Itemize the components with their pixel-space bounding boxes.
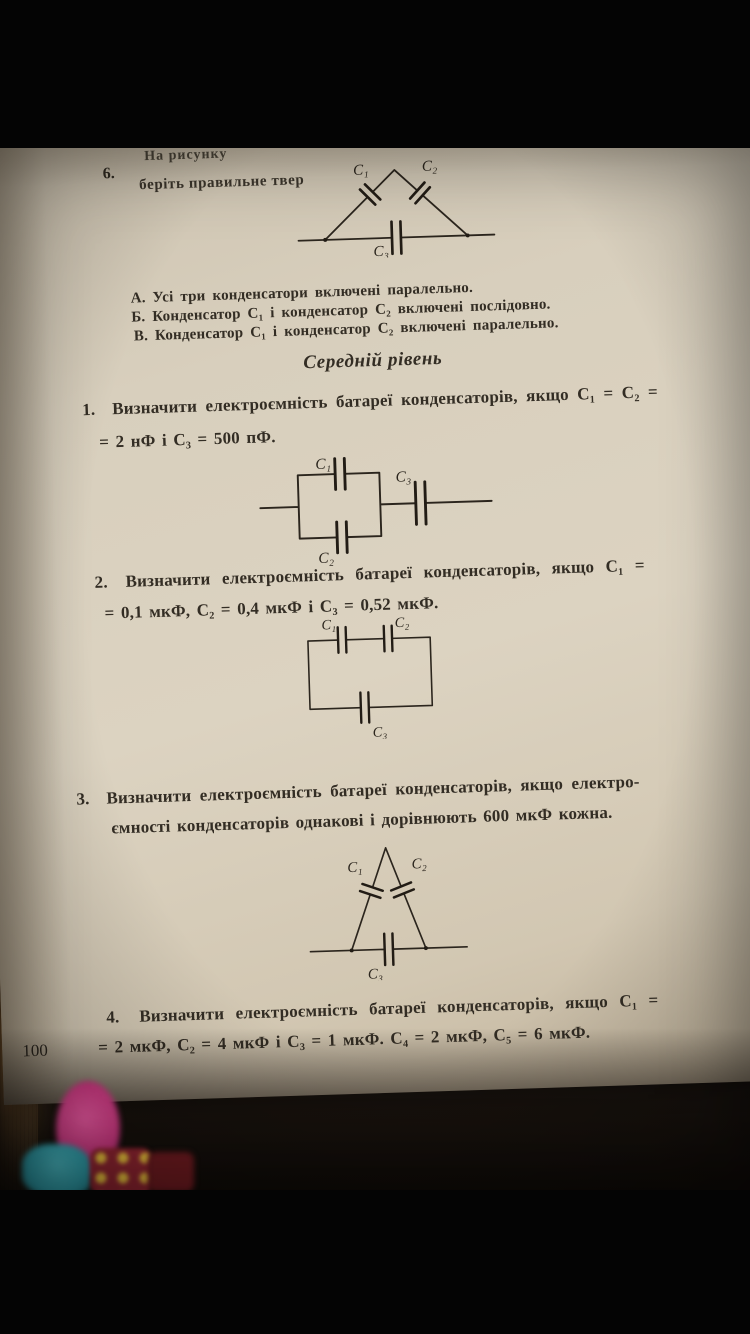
capacitor-label-c2: C₂ xyxy=(411,856,427,872)
problem3-text-line1: Визначити електроємність батареї конденс… xyxy=(106,771,640,808)
junction-node xyxy=(323,237,328,242)
circuit-diagram-problem1: C₁ C₂ C₃ xyxy=(259,455,493,567)
circuit-diagram-problem3: C₁ C₂ C₃ xyxy=(309,847,468,982)
capacitor-label-c2: C₂ xyxy=(395,616,410,631)
capacitor-label-c3: C₃ xyxy=(368,966,384,982)
background-object-teal xyxy=(22,1144,92,1190)
section-heading: Середній рівень xyxy=(303,347,443,374)
capacitor-label-c1: C₁ xyxy=(315,455,331,472)
problem2-number: 2. xyxy=(94,572,109,592)
wire-segments xyxy=(297,169,496,242)
capacitor-label-c3: C₃ xyxy=(373,724,388,740)
junction-node xyxy=(465,233,470,238)
capacitor-plates xyxy=(358,181,432,256)
capacitor-label-c1: C₁ xyxy=(353,162,369,178)
circuit-diagram-problem6: C₁ C₂ C₃ xyxy=(297,158,496,260)
wire-segments xyxy=(307,636,434,711)
problem4-text-line1: Визначити електроємність батареї конденс… xyxy=(138,990,659,1026)
problem1-text-line1: Визначити електроємність батареї конденс… xyxy=(111,382,659,419)
problem6-text-line1: На рисунку xyxy=(144,148,228,165)
book-page: 6. На рисунку беріть правильне твер C₁ C… xyxy=(0,148,750,1106)
wire-segments xyxy=(309,847,468,953)
capacitor-plates xyxy=(336,624,394,724)
capacitor-label-c3: C₃ xyxy=(395,468,411,485)
capacitor-label-c1: C₁ xyxy=(347,860,363,876)
capacitor-plates xyxy=(333,456,428,555)
problem4-number: 4. xyxy=(105,1007,120,1027)
background-object-dark-red xyxy=(148,1152,194,1190)
problem3-text-line2: ємності конденсаторів однакові і дорівню… xyxy=(111,802,613,838)
problem3-number: 3. xyxy=(76,789,90,809)
problem1-number: 1. xyxy=(81,399,96,420)
capacitor-label-c1: C₁ xyxy=(321,617,336,633)
background-object-dotted-fabric xyxy=(90,1148,152,1190)
capacitor-label-c2: C₂ xyxy=(318,550,334,567)
book-photo: 6. На рисунку беріть правильне твер C₁ C… xyxy=(0,148,750,1190)
capacitor-plates xyxy=(358,881,416,967)
letterbox-top xyxy=(0,0,750,148)
wire-segments xyxy=(259,471,493,540)
problem1-text-line2: = 2 нФ і C₃ = 500 пФ. xyxy=(98,427,276,452)
junction-node xyxy=(423,946,428,951)
problem6-number: 6. xyxy=(102,165,116,183)
circuit-diagram-problem2: C₁ C₂ C₃ xyxy=(307,616,434,741)
problem6-text-line2: беріть правильне твер xyxy=(138,172,305,194)
letterbox-bottom xyxy=(0,1190,750,1334)
capacitor-label-c2: C₂ xyxy=(422,158,438,174)
junction-node xyxy=(349,948,354,953)
capacitor-label-c3: C₃ xyxy=(373,244,389,260)
